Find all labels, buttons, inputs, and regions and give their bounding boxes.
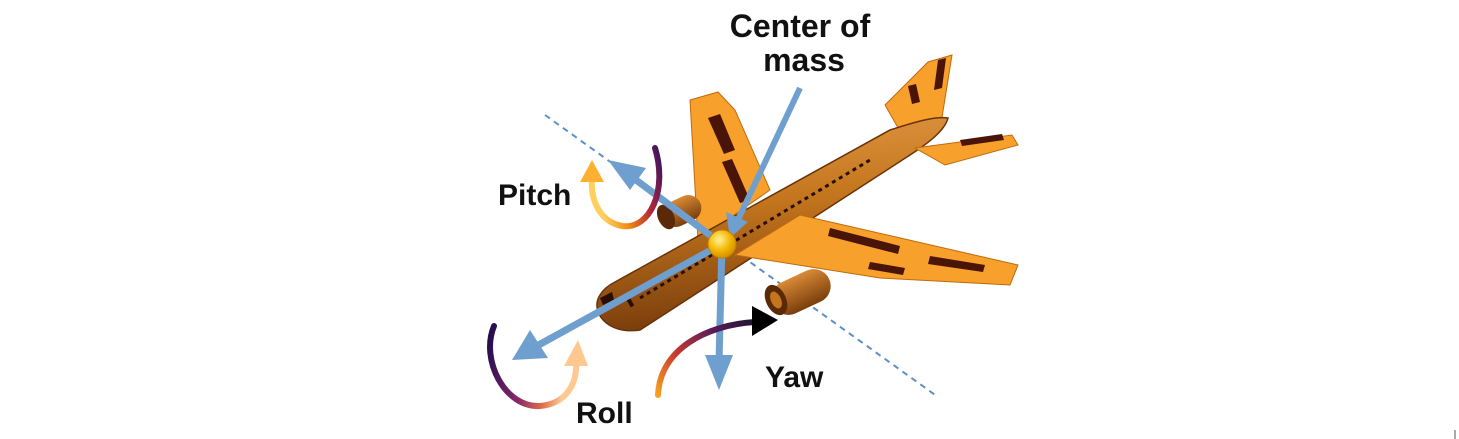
roll-label: Roll	[576, 397, 633, 430]
axis-arrows	[512, 86, 803, 390]
right-engine	[764, 269, 831, 316]
yaw-label: Yaw	[765, 361, 824, 394]
center-of-mass-marker	[707, 229, 737, 259]
right-wing	[733, 214, 1019, 286]
pitch-label: Pitch	[498, 179, 571, 212]
pitch-rotation-arrow	[580, 145, 663, 230]
center-of-mass-label-line2: mass	[763, 42, 845, 78]
roll-rotation-arrow	[487, 323, 588, 410]
center-of-mass-label-line1: Center of	[730, 8, 871, 44]
horizontal-stabilizer	[913, 134, 1019, 166]
left-wing	[689, 91, 771, 241]
fuselage	[596, 116, 949, 332]
yaw-rotation-arrow	[655, 306, 778, 398]
